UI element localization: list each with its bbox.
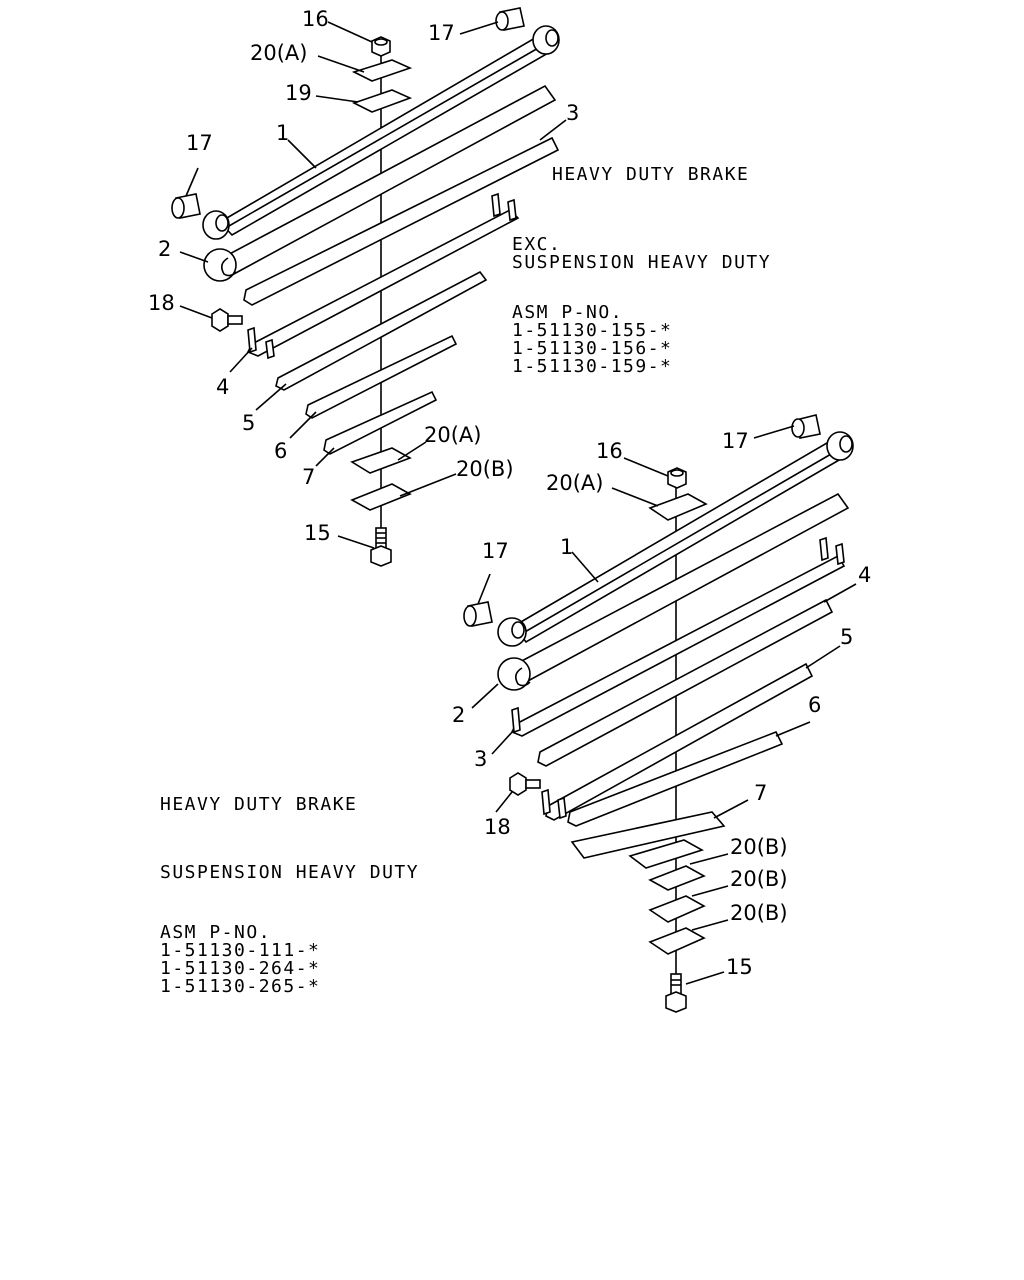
upper-assembly: 16 20(A) 17 19 1 3 17 2 18 4 5 6 7 20(A)… — [148, 7, 771, 567]
upper-callout-1: 1 — [276, 121, 289, 145]
lower-callout-20b-1: 20(B) — [730, 835, 788, 859]
lower-leaf-4 — [537, 598, 834, 767]
upper-bolt-18 — [211, 308, 243, 332]
lower-leaf-5 — [541, 662, 814, 821]
upper-callout-17-right: 17 — [428, 21, 455, 45]
upper-plate-20a-lower — [350, 447, 412, 474]
lower-callout-15: 15 — [726, 955, 753, 979]
upper-plate-20a-top — [351, 59, 413, 82]
lower-leaf-2 — [497, 492, 850, 691]
upper-callout-4: 4 — [216, 375, 229, 399]
upper-note-title: HEAVY DUTY BRAKE — [552, 164, 749, 185]
upper-leaf-7 — [323, 390, 438, 455]
upper-note-asm-part-1: 1-51130-155-* — [512, 320, 672, 341]
lower-note-asm-part-2: 1-51130-264-* — [160, 958, 320, 979]
lower-leaf-3 — [510, 536, 846, 737]
upper-callout-3: 3 — [566, 101, 579, 125]
lower-note-asm-part-3: 1-51130-265-* — [160, 976, 320, 997]
upper-leaf-5 — [275, 270, 488, 391]
upper-callout-20b-lower: 20(B) — [456, 457, 514, 481]
lower-callout-20a-top: 20(A) — [546, 471, 603, 495]
lower-callout-4: 4 — [858, 563, 871, 587]
lower-callout-2: 2 — [452, 703, 465, 727]
lower-leaf-7 — [570, 811, 726, 859]
upper-callout-5: 5 — [242, 411, 255, 435]
upper-leader-lines — [179, 21, 567, 549]
upper-plate-19 — [351, 89, 413, 113]
upper-leaf-3 — [243, 136, 560, 306]
upper-callout-7: 7 — [302, 465, 315, 489]
upper-leaf-6 — [305, 334, 458, 419]
lower-callout-17-right: 17 — [722, 429, 749, 453]
lower-callout-7: 7 — [754, 781, 767, 805]
upper-center-bolt — [370, 527, 392, 567]
upper-leaf-1 — [202, 25, 560, 240]
lower-note-asm-part-1: 1-51130-111-* — [160, 940, 320, 961]
lower-callout-17-left: 17 — [482, 539, 509, 563]
upper-callout-20a-top: 20(A) — [250, 41, 307, 65]
upper-note-asm-part-2: 1-51130-156-* — [512, 338, 672, 359]
lower-callout-1: 1 — [560, 535, 573, 559]
upper-note-asm-header: ASM P-NO. — [512, 302, 623, 323]
upper-pin-right — [495, 7, 525, 31]
upper-callout-19: 19 — [285, 81, 312, 105]
lower-plate-20b-4 — [648, 927, 706, 955]
lower-pin-left — [463, 601, 493, 627]
upper-callout-20a-lower: 20(A) — [424, 423, 481, 447]
upper-callout-18: 18 — [148, 291, 175, 315]
lower-note-asm-header: ASM P-NO. — [160, 922, 271, 943]
lower-nut — [667, 467, 687, 489]
upper-plate-20b-lower — [350, 483, 412, 511]
lower-plate-20b-2 — [648, 865, 706, 891]
lower-assembly: 17 16 20(A) 1 17 4 5 2 6 3 18 7 20(B) 20… — [160, 414, 871, 1013]
upper-note-exc: EXC. — [512, 234, 561, 255]
lower-note-title: HEAVY DUTY BRAKE — [160, 794, 357, 815]
lower-callout-20b-2: 20(B) — [730, 867, 788, 891]
lower-pin-right — [791, 414, 821, 439]
upper-callout-15: 15 — [304, 521, 331, 545]
lower-plate-20a-top — [648, 493, 708, 521]
upper-leaf-2 — [203, 84, 557, 282]
upper-callout-2: 2 — [158, 237, 171, 261]
lower-callout-5: 5 — [840, 625, 853, 649]
lower-callout-20b-3: 20(B) — [730, 901, 788, 925]
lower-bolt-18 — [509, 772, 541, 796]
lower-note-suspension: SUSPENSION HEAVY DUTY — [160, 862, 419, 883]
upper-nut — [371, 36, 391, 57]
lower-callout-16: 16 — [596, 439, 623, 463]
lower-plate-20b-1 — [628, 839, 705, 869]
lower-leader-lines — [471, 425, 857, 985]
upper-callout-17-left: 17 — [186, 131, 213, 155]
lower-callout-3: 3 — [474, 747, 487, 771]
lower-plate-20b-3 — [648, 895, 706, 923]
upper-callout-6: 6 — [274, 439, 287, 463]
upper-note-asm-part-3: 1-51130-159-* — [512, 356, 672, 377]
lower-center-bolt — [665, 973, 687, 1013]
upper-note-suspension: SUSPENSION HEAVY DUTY — [512, 252, 771, 273]
lower-callout-18: 18 — [484, 815, 511, 839]
lower-leaf-6 — [567, 730, 784, 827]
upper-pin-left — [171, 193, 201, 219]
upper-callout-16: 16 — [302, 7, 329, 31]
lower-callout-6: 6 — [808, 693, 821, 717]
lower-leaf-1 — [497, 431, 854, 647]
